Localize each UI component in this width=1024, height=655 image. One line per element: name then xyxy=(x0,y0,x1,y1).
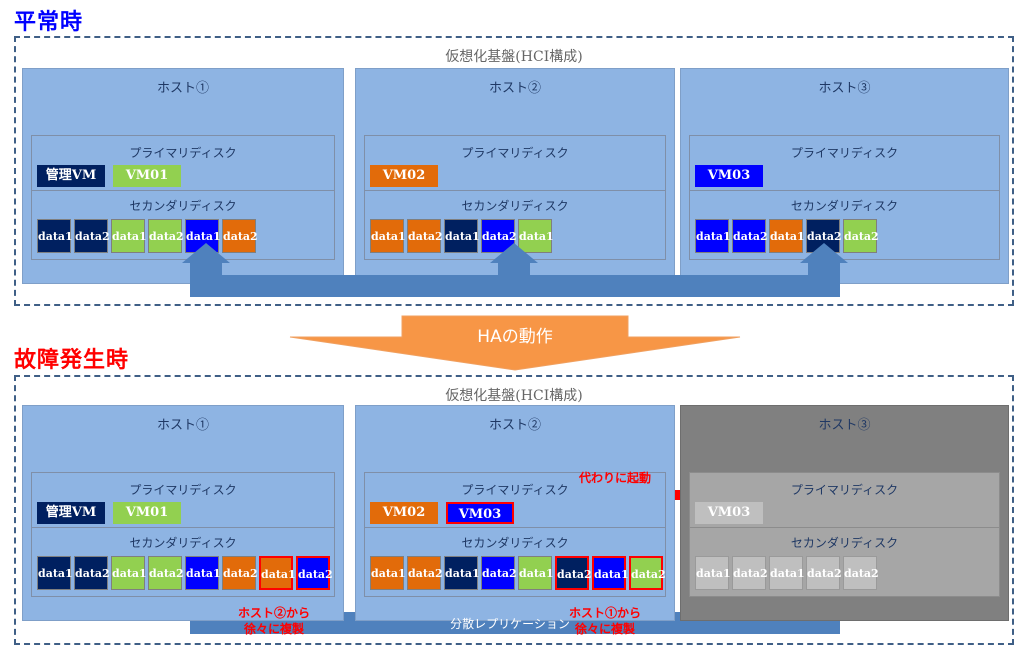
data-block[interactable]: data1 xyxy=(592,556,629,590)
vm-block[interactable]: VM03 xyxy=(695,165,763,187)
vm-block[interactable]: VM01 xyxy=(113,502,181,524)
secondary-disk-label: セカンダリディスク xyxy=(129,536,237,550)
data-block[interactable]: data2 xyxy=(148,219,184,253)
data-block[interactable]: data1 xyxy=(444,219,480,253)
vm-block[interactable]: VM02 xyxy=(370,165,438,187)
data-block[interactable]: data2 xyxy=(407,556,443,590)
data-block[interactable]: data1 xyxy=(370,556,406,590)
data-block[interactable]: data2 xyxy=(806,219,842,253)
secondary-disk-label: セカンダリディスク xyxy=(790,199,899,213)
vm-block[interactable]: VM01 xyxy=(113,165,181,187)
data-block[interactable]: data1 xyxy=(518,556,554,590)
normal-section-title: 平常時 xyxy=(14,10,84,35)
data-block[interactable]: data1 xyxy=(769,556,805,590)
data-block[interactable]: data1 xyxy=(695,556,731,590)
replication-note-line: 徐々に複製 xyxy=(574,622,635,636)
host-title: ホスト③ xyxy=(818,418,871,433)
vm-block[interactable]: 管理VM xyxy=(37,165,105,187)
vm-block[interactable]: VM02 xyxy=(370,502,438,524)
data-block[interactable]: data1 xyxy=(444,556,480,590)
replication-note-line: ホスト①から xyxy=(568,606,641,620)
primary-disk: プライマリディスク VM03 xyxy=(689,135,1000,191)
normal-hci-frame: 仮想化基盤(HCI構成) xyxy=(14,36,1014,306)
replication-note-line: ホスト②から xyxy=(237,606,310,620)
data-block[interactable]: data1 xyxy=(769,219,805,253)
replication-note-line: 徐々に複製 xyxy=(243,622,304,636)
ha-arrow-label: HAの動作 xyxy=(477,327,553,347)
failure-section-title: 故障発生時 xyxy=(14,348,130,373)
data-block[interactable]: data2 xyxy=(148,556,184,590)
primary-disk: プライマリディスク管理VM VM01 xyxy=(31,135,335,191)
host-title: ホスト① xyxy=(156,418,209,433)
data-block[interactable]: data1 xyxy=(185,556,221,590)
data-block[interactable]: data1 xyxy=(370,219,406,253)
data-block[interactable]: data1 xyxy=(111,556,147,590)
secondary-disk-label: セカンダリディスク xyxy=(461,199,569,213)
data-block[interactable]: data2 xyxy=(843,556,879,590)
data-block[interactable]: data1 xyxy=(518,219,554,253)
data-block[interactable]: data2 xyxy=(629,556,666,590)
primary-disk-label: プライマリディスク xyxy=(790,146,899,160)
primary-disk-label: プライマリディスク xyxy=(461,146,569,160)
data-block[interactable]: data2 xyxy=(806,556,842,590)
primary-disk: プライマリディスク VM03 xyxy=(689,472,1000,528)
data-block[interactable]: data1 xyxy=(111,219,147,253)
failure-frame-label: 仮想化基盤(HCI構成) xyxy=(445,388,583,404)
primary-disk: プライマリディスク管理VM VM01 xyxy=(31,472,335,528)
restart-note: 代わりに起動 xyxy=(578,471,651,485)
data-block[interactable]: data2 xyxy=(74,219,110,253)
failure-replication-label: 分散レプリケーション xyxy=(450,617,570,631)
data-block[interactable]: data2 xyxy=(555,556,592,590)
data-block[interactable]: data2 xyxy=(732,556,768,590)
secondary-disk-label: セカンダリディスク xyxy=(790,536,899,550)
secondary-disk-label: セカンダリディスク xyxy=(461,536,569,550)
primary-disk-label: プライマリディスク xyxy=(129,483,237,497)
data-block[interactable]: data1 xyxy=(37,219,73,253)
secondary-disk-label: セカンダリディスク xyxy=(129,199,237,213)
normal-frame-label: 仮想化基盤(HCI構成) xyxy=(445,49,583,65)
host-title: ホスト③ xyxy=(818,81,871,96)
replication-note: ホスト①から徐々に複製 xyxy=(545,605,665,637)
failure-hci-frame: 仮想化基盤(HCI構成) xyxy=(14,375,1014,645)
vm-block[interactable]: VM03 xyxy=(695,502,763,524)
data-block[interactable]: data1 xyxy=(695,219,731,253)
vm-block[interactable]: VM03 xyxy=(446,502,514,524)
data-block[interactable]: data2 xyxy=(732,219,768,253)
data-block[interactable]: data2 xyxy=(74,556,110,590)
data-block[interactable]: data2 xyxy=(481,556,517,590)
host-title: ホスト① xyxy=(156,81,209,96)
data-block[interactable]: data2 xyxy=(843,219,879,253)
host-title: ホスト② xyxy=(488,418,541,433)
primary-disk: プライマリディスク VM02 xyxy=(364,135,666,191)
data-block[interactable]: data1 xyxy=(37,556,73,590)
data-block[interactable]: data2 xyxy=(222,556,258,590)
primary-disk-label: プライマリディスク xyxy=(790,483,899,497)
vm-block[interactable]: 管理VM xyxy=(37,502,105,524)
host-title: ホスト② xyxy=(488,81,541,96)
replication-note: ホスト②から徐々に複製 xyxy=(214,605,334,637)
data-block[interactable]: data2 xyxy=(407,219,443,253)
primary-disk-label: プライマリディスク xyxy=(129,146,237,160)
data-block[interactable]: data1 xyxy=(185,219,221,253)
normal-replication-label: 分散レプリケーション xyxy=(450,280,570,294)
data-block[interactable]: data2 xyxy=(481,219,517,253)
data-block[interactable]: data2 xyxy=(296,556,333,590)
data-block[interactable]: data2 xyxy=(222,219,258,253)
data-block[interactable]: data1 xyxy=(259,556,296,590)
primary-disk-label: プライマリディスク xyxy=(461,483,569,497)
